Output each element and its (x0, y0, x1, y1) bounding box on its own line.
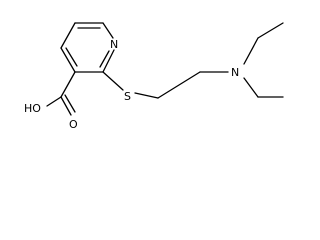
bond-c3-carboxyl (60, 71, 76, 98)
bond-sulfur-ch2 (134, 92, 159, 99)
bond-amine-ethyl-down (243, 77, 259, 98)
bond-carbonyl-outer (60, 96, 72, 116)
bond-c2-sulfur (102, 71, 124, 91)
chemical-structure: N S N HO O (24, 22, 284, 131)
carboxylic-acid-group (46, 71, 76, 116)
bond-ring-inner-n1-c2 (99, 50, 110, 68)
hydroxyl-label: HO (24, 102, 41, 115)
bond-ethyl-up-methyl (257, 22, 284, 39)
side-chain (102, 71, 229, 99)
pyridine-ring (60, 22, 115, 73)
sulfur-label: S (124, 90, 131, 103)
bond-amine-ethyl-up (243, 37, 259, 65)
carbonyl-oxygen-label: O (69, 118, 78, 131)
bond-carboxyl-hydroxyl (46, 96, 62, 107)
bond-ring-c6-n1 (102, 22, 114, 39)
bond-carbonyl-inner (64, 94, 76, 113)
ring-nitrogen-label: N (110, 38, 118, 51)
bond-ring-n1-c2 (102, 49, 115, 73)
bond-ring-inner-c3-c4 (65, 47, 78, 67)
bond-ring-c4-c5 (60, 22, 76, 49)
bond-ring-c3-c4 (60, 47, 76, 73)
diethylamino-group (243, 22, 284, 98)
bond-ch2-ch2 (157, 71, 201, 99)
amine-nitrogen-label: N (231, 66, 239, 79)
